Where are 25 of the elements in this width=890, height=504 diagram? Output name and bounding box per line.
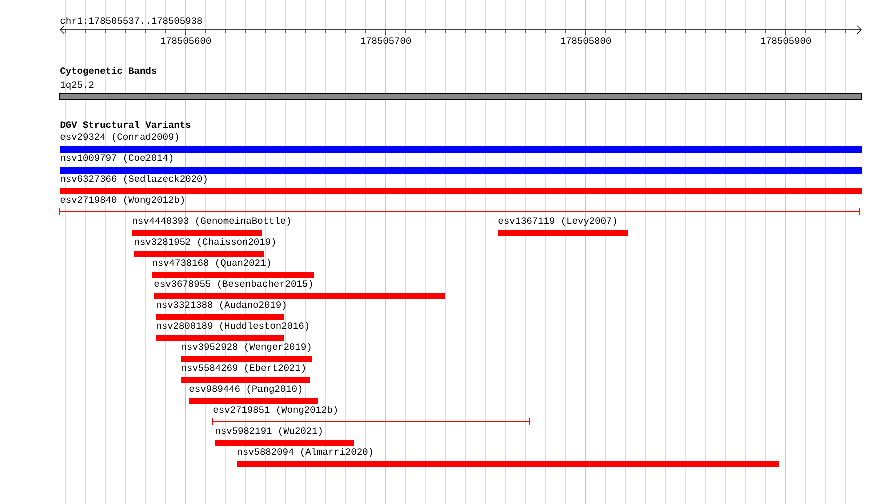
tick-label: 178505600: [159, 38, 213, 44]
variant-label: nsv4440393 (GenomeinaBottle): [133, 217, 290, 226]
variant-label: nsv1009797 (Coe2014): [61, 154, 173, 163]
track-title: Cytogenetic Bands: [60, 67, 157, 76]
variant-label: nsv2800189 (Huddleston2016): [157, 322, 309, 331]
variant-label: esv29324 (Conrad2009): [60, 133, 178, 142]
variant-label: esv3678955 (Besenbacher2015): [154, 280, 312, 289]
variant-label: esv2719851 (Wong2012b): [214, 406, 338, 415]
variant-label: nsv3952928 (Wenger2019): [182, 343, 311, 352]
tick-label: 178505800: [559, 38, 613, 44]
variant-label: esv1367119 (Levy2007): [498, 217, 616, 226]
variant-label: nsv4738168 (Quan2021): [153, 259, 270, 268]
variant-label: nsv5882094 (Almarri2020): [238, 448, 372, 457]
tick-label: 178505700: [359, 38, 413, 44]
band-label: 1q25.2: [60, 82, 94, 90]
variant-label: esv989446 (Pang2010): [190, 385, 302, 394]
variant-label: esv2719840 (Wong2012b): [60, 196, 184, 205]
variant-label: nsv3321388 (Audano2019): [157, 301, 286, 310]
variant-label: nsv5982191 (Wu2021): [216, 427, 322, 436]
track-title: DGV Structural Variants: [60, 121, 191, 128]
variant-label: nsv5584269 (Ebert2021): [182, 364, 306, 373]
variant-label: nsv3281952 (Chaisson2019): [135, 238, 276, 247]
tick-label: 178505900: [759, 38, 813, 44]
coordinate-label: chr1:178505537..178505938: [60, 17, 202, 24]
variant-label: nsv6327366 (Sedlazeck2020): [61, 175, 207, 184]
